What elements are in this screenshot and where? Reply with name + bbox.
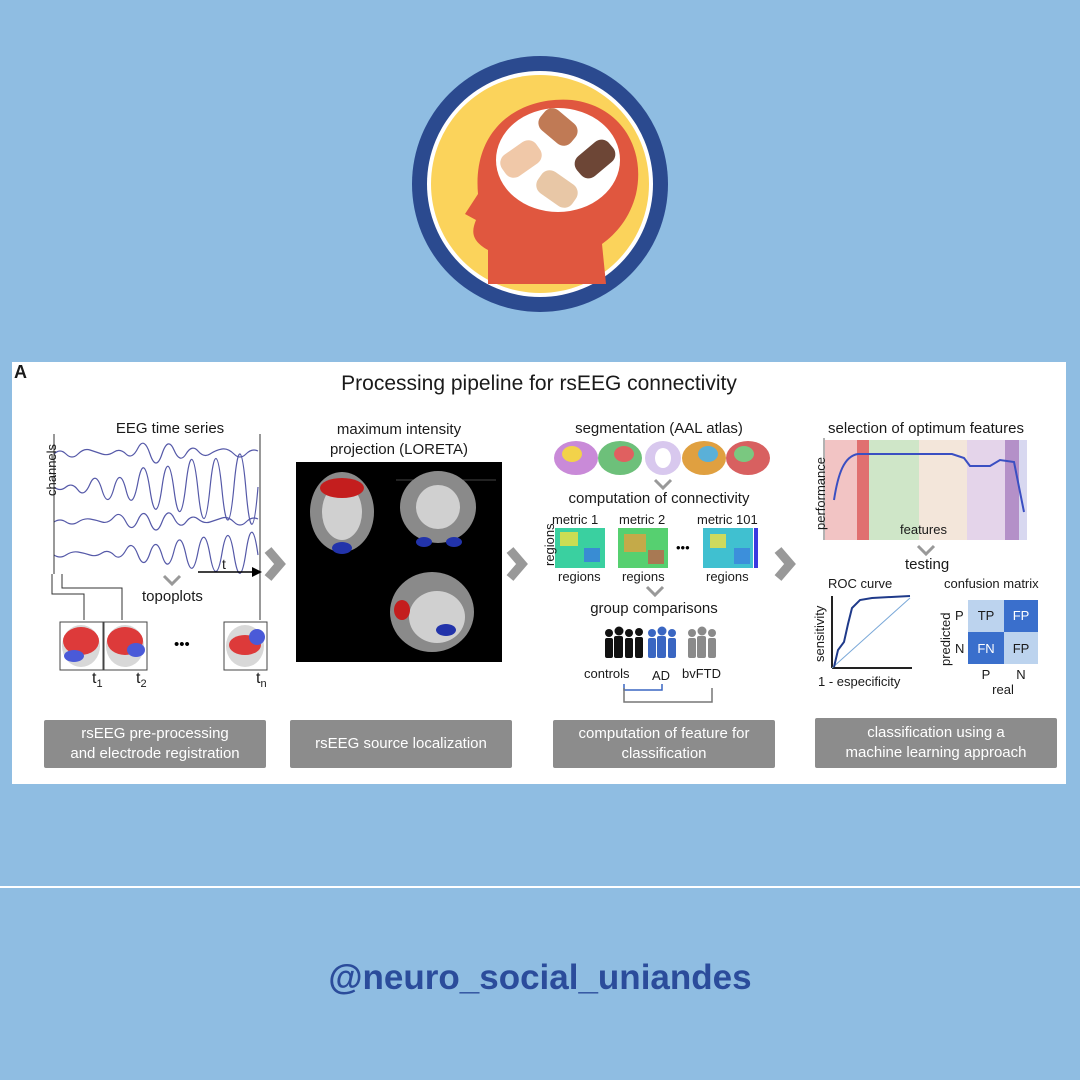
connectivity-matrices: [555, 528, 758, 568]
logo: [412, 56, 668, 312]
optimum-features-heading: selection of optimum features: [828, 420, 1024, 437]
panel-letter: A: [14, 362, 27, 382]
connectivity-label: computation of connectivity: [568, 490, 750, 507]
loreta-brain-image: [296, 462, 502, 662]
metric-ellipsis: •••: [676, 540, 690, 555]
roc-title: ROC curve: [828, 576, 893, 591]
regions-label-1: regions: [558, 569, 601, 584]
segmentation-label: segmentation (AAL atlas): [575, 420, 743, 437]
sensitivity-axis-label: sensitivity: [812, 605, 827, 662]
chevron-right-icon: [264, 547, 286, 581]
comparison-brackets: [623, 684, 713, 703]
eeg-traces: [53, 442, 259, 574]
tn-label: tn: [256, 670, 267, 691]
pipeline-panel: A Processing pipeline for rsEEG connecti…: [12, 362, 1066, 784]
cm-cell-fn: FN: [977, 641, 995, 656]
chevron-down-icon: [162, 574, 182, 587]
time-arrow: [198, 567, 262, 577]
topoplot-heads: [59, 621, 268, 671]
divider: [0, 886, 1080, 888]
roc-curve: [831, 595, 912, 669]
pipeline-graphics: [51, 434, 1038, 703]
aal-atlas-brains: [554, 441, 770, 475]
cm-row-label-p: P: [955, 608, 964, 623]
chevron-down-icon: [916, 544, 936, 557]
cm-cell-tp: TP: [977, 608, 995, 623]
t1-label: t1: [92, 670, 103, 691]
channels-label: channels: [44, 443, 59, 496]
cm-cell-fp-2: FP: [1012, 641, 1030, 656]
people-bvftd: [688, 626, 716, 658]
time-label: t: [222, 556, 226, 572]
pipeline-title: Processing pipeline for rsEEG connectivi…: [341, 372, 737, 395]
people-ad: [648, 626, 676, 658]
especificity-axis-label: 1 - especificity: [818, 674, 901, 689]
chevron-down-icon: [645, 585, 665, 598]
real-axis-label: real: [992, 682, 1014, 697]
eeg-frame: [51, 434, 261, 620]
chevron-down-icon: [653, 478, 673, 491]
group-ad-label: AD: [652, 668, 671, 683]
regions-axis-label: regions: [542, 523, 557, 566]
performance-chart: [823, 438, 1027, 540]
group-controls-label: controls: [584, 666, 630, 681]
cm-col-label-p: P: [981, 667, 991, 682]
metric-1-label: metric 1: [552, 512, 599, 527]
regions-label-3: regions: [706, 569, 749, 584]
predicted-axis-label: predicted: [938, 612, 953, 666]
eeg-heading: EEG time series: [115, 420, 225, 437]
metric-101-label: metric 101: [697, 512, 758, 527]
confusion-matrix: [968, 600, 1038, 664]
topoplots-label: topoplots: [142, 588, 203, 605]
chevron-right-icon: [506, 547, 528, 581]
chevron-right-icon: [774, 547, 796, 581]
performance-axis-label: performance: [813, 457, 828, 530]
social-handle[interactable]: @neuro_social_uniandes: [328, 958, 752, 997]
cm-cell-fp: FP: [1012, 608, 1030, 623]
stage2-box: rsEEG source localization: [290, 720, 512, 768]
ellipsis: •••: [174, 636, 190, 653]
features-axis-label: features: [900, 522, 947, 537]
t2-label: t2: [136, 670, 147, 691]
people-controls: [605, 626, 643, 658]
group-comparisons-label: group comparisons: [590, 600, 718, 617]
regions-label-2: regions: [622, 569, 665, 584]
metric-2-label: metric 2: [619, 512, 666, 527]
cm-col-label-n: N: [1016, 667, 1026, 682]
confusion-matrix-title: confusion matrix: [944, 576, 1039, 591]
group-bvftd-label: bvFTD: [682, 666, 721, 681]
testing-label: testing: [905, 556, 950, 573]
cm-row-label-n: N: [955, 641, 965, 656]
